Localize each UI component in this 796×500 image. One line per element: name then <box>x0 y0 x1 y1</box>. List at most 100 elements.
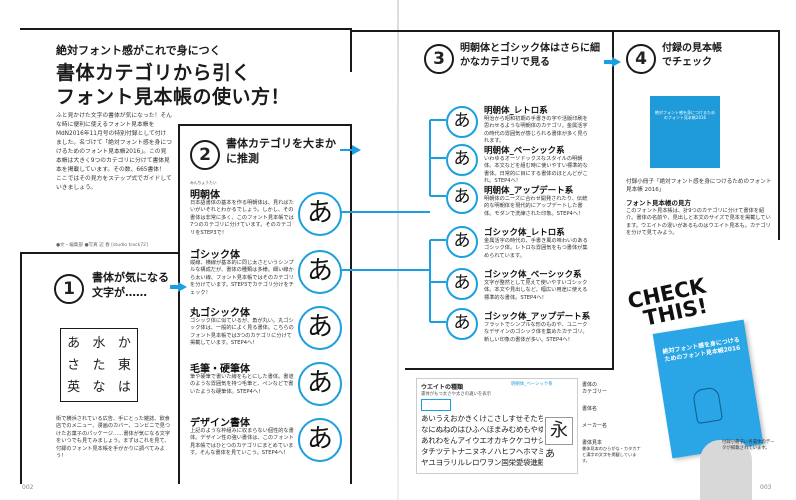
sub-name-mincho-basic: 明朝体_ベーシック系 <box>484 146 565 156</box>
frame-line <box>178 124 352 126</box>
sub-name-gothic-update: ゴシック体_アップデート系 <box>484 312 591 322</box>
sub-desc: 明朝体のニーズに合わせ開発されたり、伝統的な明朝体を現代的にアップデートした書体… <box>484 196 588 217</box>
frame-line <box>350 30 612 32</box>
frame-line <box>614 30 778 32</box>
title-line-2: フォント見本帳の使い方！ <box>56 86 291 108</box>
sample-char: か <box>117 336 131 351</box>
arrow-head <box>612 57 621 67</box>
sample-char: た <box>92 358 106 373</box>
weight-sample-box <box>421 399 451 411</box>
frame-line <box>20 252 22 484</box>
frame-line <box>20 252 178 254</box>
frame-line <box>778 30 780 240</box>
booklet-large-caption: 付録小冊子に各書体のデータが掲載されています。 <box>722 440 775 452</box>
arrow-step3-to-step4 <box>604 60 614 64</box>
glyph-row: あれわをんアイウエオカキクケコサシスセソ <box>421 436 543 445</box>
category-name-design: デザイン書体 <box>190 418 250 429</box>
glyph-row: タチツテトナニヌネノハヒフヘホマミムメモ <box>421 447 543 456</box>
glyph-gothic-retro: あ <box>446 226 478 258</box>
sample-page-diagram: ウエイトの種類 書体がもつ太さや太さの違いを表示 明朝体_ベーシック系 あいうえ… <box>416 378 578 474</box>
category-desc: 筆や硬筆で書いた線をもとにした書体。書道のような雰囲気を持つ毛筆と、ペンなどで書… <box>190 374 294 395</box>
big-glyph-sub: あ <box>545 449 555 460</box>
sub-name-gothic-basic: ゴシック体_ベーシック系 <box>484 270 582 280</box>
sub-name-mincho-update: 明朝体_アップデート系 <box>484 186 574 196</box>
booklet-thumbnail-title: 絶対フォント感を身につけるためのフォント見本帳2016 <box>655 110 715 120</box>
hand-image <box>700 440 752 500</box>
label-maker: メーカー名 <box>582 423 608 429</box>
sub-desc: いわゆるオーソドックスなスタイルの明朝体。本文などを組む時に使いやすい標準的な書… <box>484 156 588 185</box>
page-number-right: 003 <box>760 484 772 491</box>
glyph-row: あいうえおかきくけこさしすせそたちつてと <box>421 414 543 423</box>
sample-char: 東 <box>117 358 131 373</box>
illustration-figure-icon <box>692 386 724 425</box>
glyph-mincho: あ <box>298 192 342 236</box>
sample-char: さ <box>67 358 81 373</box>
tag-sample: 明朝体_ベーシック系 <box>511 382 553 387</box>
sub-desc: 明治から昭和初期の手書きの字や活版印刷を思わせるような明朝体のカテゴリ。金属活字… <box>484 116 588 145</box>
step-1-body: 街で横浜されている広告、手にとった雑誌、飲食店でのメニュー、漫画のカバー、コンビ… <box>56 416 171 460</box>
sample-char: な <box>92 380 106 395</box>
step-1-number: 1 <box>54 274 84 304</box>
sample-char: は <box>117 380 131 395</box>
category-desc: ゴシック体に似ているが、角が丸い。丸ゴシック体は、一般的によく見る書体。こちらの… <box>190 318 294 347</box>
step-2-number: 2 <box>190 140 220 170</box>
category-ruby: みんちょうたい <box>190 180 217 185</box>
weight-label: ウエイトの種類 <box>421 384 464 391</box>
step-1-title: 書体が気になる文字が…… <box>92 271 169 299</box>
glyph-gothic: あ <box>298 250 342 294</box>
sample-char: 英 <box>67 380 81 395</box>
sample-char: 水 <box>92 336 106 351</box>
sample-char: あ <box>67 336 81 351</box>
step-4-title: 付録の見本帳でチェック <box>662 43 722 68</box>
label-category-2: カテゴリー <box>582 389 608 395</box>
frame-line <box>405 368 612 370</box>
glyph-mincho-retro: あ <box>446 106 478 138</box>
step-4-number: 4 <box>626 44 656 74</box>
glyph-rows: あいうえおかきくけこさしすせそたちつてと なにぬねのはひふへほまみむめもやゆよら… <box>421 413 543 468</box>
howto-body: このフォント見本帳は、計9つのカテゴリに分けて書体を紹介。書体の名前や、見出しと… <box>626 208 771 237</box>
intro-text: ふと見かけた文字の書体が気になった！そんな時に便利に使えるフォント見本帳をMdN… <box>56 113 172 191</box>
frame-line <box>350 124 352 484</box>
page-fold <box>397 0 399 500</box>
howto-title: フォント見本帳の見方 <box>626 199 691 207</box>
glyph-row: ヤユヨラリルレロワヲン国栄愛袋進鯨駅店 <box>421 458 543 467</box>
title-line-1: 書体カテゴリから引く <box>56 62 252 84</box>
glyph-row: なにぬねのはひふへほまみむめもやゆよらり <box>421 425 543 434</box>
step-3-number: 3 <box>424 44 454 74</box>
booklet-thumbnail: 絶対フォント感を身につけるためのフォント見本帳2016 <box>650 96 720 168</box>
glyph-mincho-update: あ <box>446 182 478 214</box>
frame-line <box>612 30 614 370</box>
category-desc: 縦線、横線が基本的に同じ太さというシンプルな構成だが、書体の種類は多様。細い線か… <box>190 260 294 296</box>
sample-footnote: 書体見本のひらがな・カタカナと漢字の文字を掲載しています。 <box>582 446 641 463</box>
sub-desc: 金属活字の時代の、手書き風の味わいのあるゴシック体。レトロな雰囲気をもつ書体が集… <box>484 238 588 259</box>
glyph-gothic-update: あ <box>446 308 478 340</box>
category-desc: 上記のような枠組みに収まらない個性的な書体。デザイン性の強い書体は、このフォント… <box>190 428 294 457</box>
category-desc: 日本語書体の基本を作る明朝体は、見ればたいがいそれとわかるでしょう。しかし、その… <box>190 200 294 236</box>
arrow-head <box>178 282 187 292</box>
glyph-brush: あ <box>298 362 342 406</box>
frame-line <box>350 28 352 72</box>
category-name-gothic: ゴシック体 <box>190 250 240 261</box>
category-name-mincho: 明朝体 <box>190 190 220 201</box>
sample-page-labels: 書体の カテゴリー 書体名 メーカー名 書体見本 <box>582 382 607 447</box>
arrow-step2-to-step3 <box>352 145 361 155</box>
sub-desc: 文字が整然として見えて使いやすいゴシック体。本文や見出しなど、幅広い用途に使える… <box>484 280 588 301</box>
arrow-step1-to-step2 <box>170 285 178 289</box>
label-glyph-sample: 書体見本 <box>582 440 603 446</box>
category-name-brush: 毛筆・硬筆体 <box>190 364 250 375</box>
glyph-design: あ <box>298 418 342 462</box>
credit: ●文・編集部 ●写真 辺 春 [studio track72] <box>56 243 148 248</box>
sub-name-gothic-retro: ゴシック体_レトロ系 <box>484 228 565 238</box>
booklet-caption: 付録小冊子「絶対フォント感を身につけるためのフォント見本帳 2016」 <box>626 179 772 193</box>
glyph-maru-gothic: あ <box>298 306 342 350</box>
sub-desc: フラットでシンプルな形のものや、ユニークなデザインのゴシック体を集めたカテゴリ。… <box>484 322 588 343</box>
category-name-maru-gothic: 丸ゴシック体 <box>190 308 250 319</box>
label-font-name: 書体名 <box>582 406 598 412</box>
step-3-title: 明朝体とゴシック体はさらに細かなカテゴリで見る <box>460 43 600 68</box>
label-category: 書体の <box>582 382 598 388</box>
sample-chars-box: あ 水 か さ た 東 英 な は <box>60 328 138 402</box>
weight-desc: 書体がもつ太さや太さの違いを表示 <box>421 392 492 397</box>
title-small: 絶対フォント感がこれで身につく <box>56 44 221 57</box>
